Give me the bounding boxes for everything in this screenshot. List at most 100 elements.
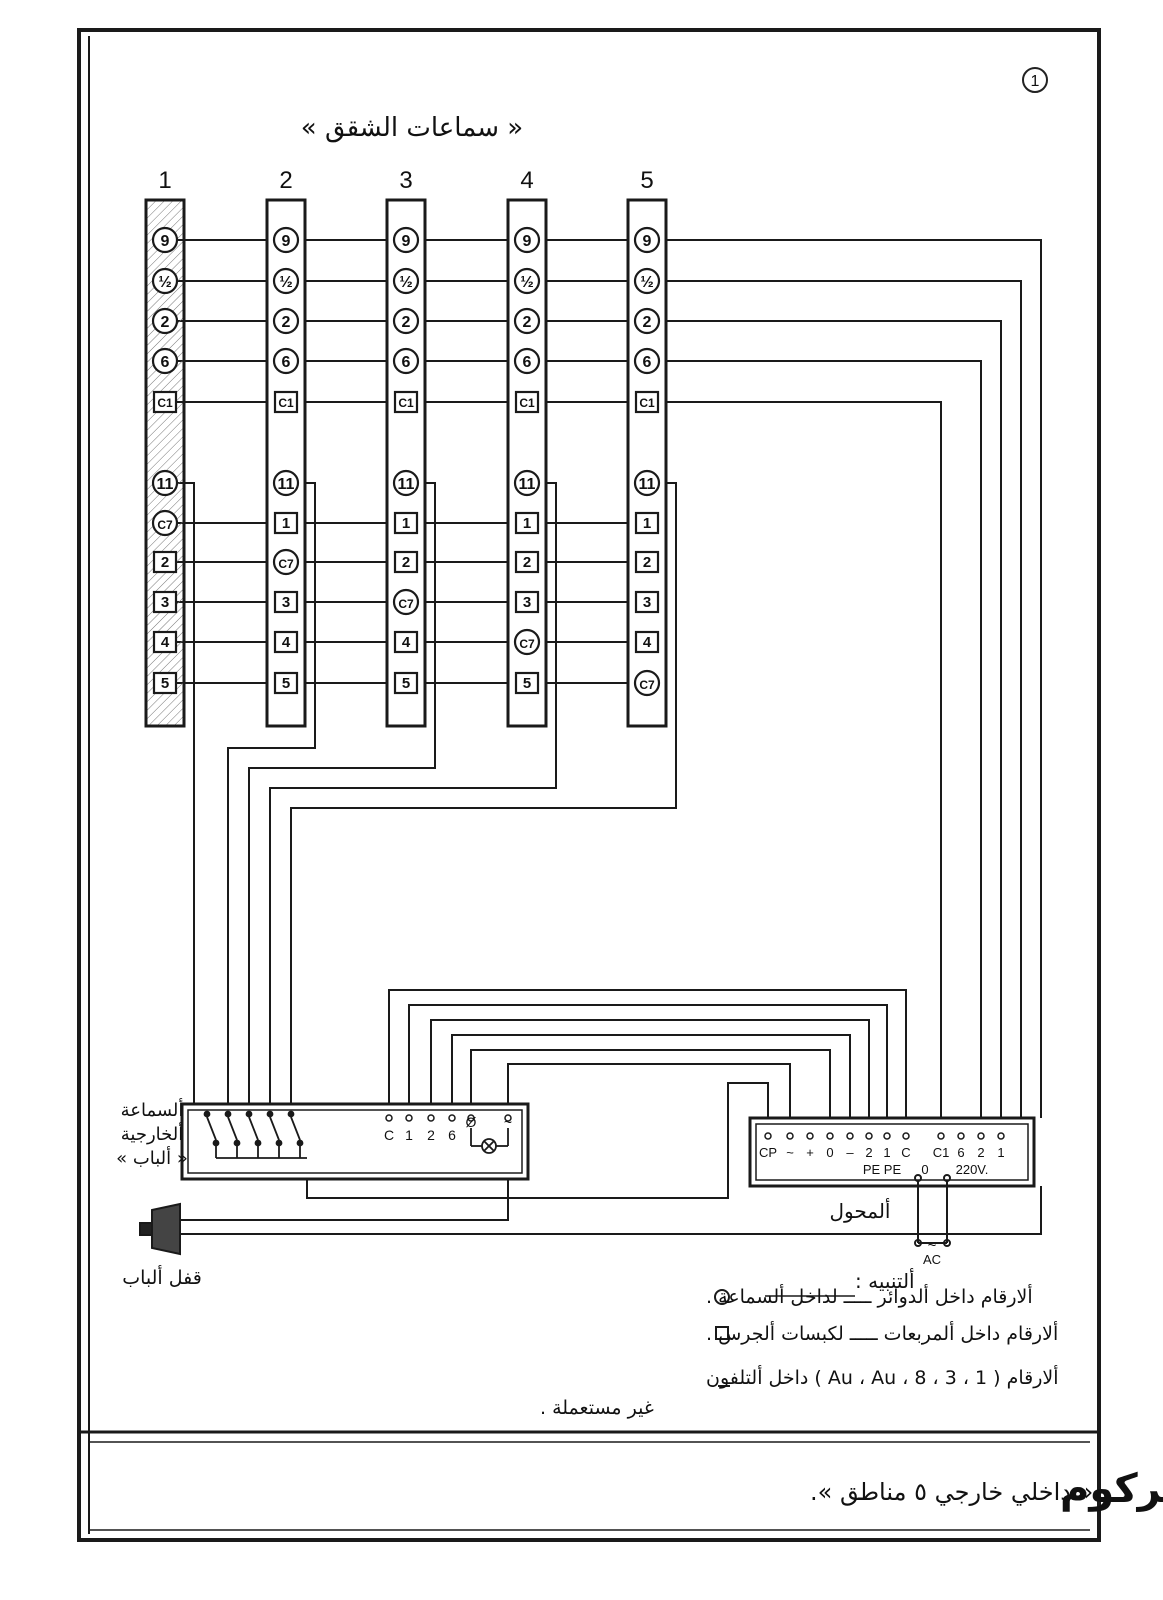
handset-terminal-circle: 6 [392,347,420,375]
svg-text:6: 6 [402,354,411,371]
apartment-number: 3 [399,167,412,194]
footer-dash: ـ [857,1474,867,1507]
notes-heading: ألتنبيه : [855,1268,915,1293]
handset-terminal-c1: C1 [273,390,299,414]
svg-text:« ألباب »: « ألباب » [116,1146,188,1169]
door-to-transformer-wire [451,1034,851,1118]
bell-terminal-c7: C7 [633,669,661,697]
transformer-zero-label: 0 [921,1162,928,1177]
page-number: 1 [1022,67,1048,93]
svg-text:1: 1 [523,515,531,532]
svg-text:6: 6 [282,354,291,371]
page-frame [77,28,1101,1542]
apartment-number: 4 [520,167,533,194]
handset-terminal-circle: ½ [151,267,179,295]
door-to-transformer-wire [430,1019,870,1118]
bell-button-terminal: 2 [393,550,419,574]
handset-terminal-c1: C1 [152,390,178,414]
bell-button-terminal: 2 [634,550,660,574]
door-terminal-label: C [384,1127,394,1143]
call-wire-apartment [290,482,677,1104]
bus-wire-9 [165,239,1042,1118]
svg-text:C1: C1 [639,396,655,410]
svg-text:6: 6 [643,354,652,371]
lock-feed-wire [180,1179,509,1221]
bell-terminal-c7: C7 [272,548,300,576]
transformer-terminal-label: 1 [997,1145,1004,1160]
apartment-number: 5 [640,167,653,194]
bell-button-terminal: 4 [273,630,299,654]
circle-legend-icon [714,1289,730,1305]
door-station-label: ألسماعة ألخارجية « ألباب » [116,1098,188,1169]
handset-terminal-circle: 9 [151,226,179,254]
apartment-number: 1 [158,167,171,194]
notes-section: ألتنبيه : ألارقام داخل ألدوائر ـــــ لدا… [540,1268,1059,1419]
svg-text:4: 4 [282,634,291,651]
mains-ac-feed [914,1174,951,1247]
call-wire-apartment [269,482,557,1104]
svg-text:2: 2 [643,554,651,571]
handset-terminal-11: 11 [272,469,300,497]
door-terminal-label: 1 [405,1127,413,1143]
handset-terminal-11: 11 [151,469,179,497]
svg-text:5: 5 [282,675,290,692]
transformer-label: ألمحول [830,1198,891,1223]
lamp-icon [470,1128,509,1154]
handset-terminal-circle: 6 [513,347,541,375]
svg-text:ألخارجية: ألخارجية [121,1122,184,1145]
svg-text:C1: C1 [398,396,414,410]
handset-terminal-circle: 6 [633,347,661,375]
bell-terminal-c7: C7 [513,628,541,656]
handset-terminal-11: 11 [633,469,661,497]
apartment-number: 2 [279,167,292,194]
svg-text:9: 9 [643,233,652,250]
door-to-transformer-wire [408,1004,888,1118]
handset-terminal-circle: 9 [392,226,420,254]
svg-text:ألسماعة: ألسماعة [121,1098,184,1121]
transformer-terminal-label: 1 [883,1145,890,1160]
call-wire-apartment [248,482,436,1104]
ac-symbol: ~ [928,1237,937,1254]
svg-text:5: 5 [402,675,410,692]
door-lock-icon [139,1202,181,1256]
svg-text:3: 3 [161,594,169,611]
svg-text:11: 11 [519,476,536,493]
transformer-voltage: 220V. [956,1162,989,1177]
bell-button-terminal: 3 [634,590,660,614]
svg-text:C1: C1 [157,396,173,410]
svg-text:2: 2 [161,314,170,331]
handset-terminal-11: 11 [392,469,420,497]
svg-text:1: 1 [282,515,290,532]
svg-text:C7: C7 [278,557,294,571]
handset-terminal-circle: 2 [272,307,300,335]
ac-label: AC [923,1252,941,1267]
door-lock-label: قفل ألباب [122,1265,202,1289]
bus-wire-2 [165,320,1002,1118]
svg-text:5: 5 [523,675,531,692]
svg-text:6: 6 [161,354,170,371]
svg-text:½: ½ [399,274,412,291]
svg-text:C7: C7 [157,518,173,532]
handset-terminal-circle: 2 [513,307,541,335]
bell-button-terminal: 4 [393,630,419,654]
svg-text:1: 1 [1031,73,1040,90]
bell-button-terminal: 2 [514,550,540,574]
svg-text:11: 11 [639,476,656,493]
svg-text:9: 9 [161,233,170,250]
svg-text:½: ½ [640,274,653,291]
svg-text:1: 1 [402,515,410,532]
bell-button-terminal: 5 [393,671,419,695]
svg-text:C7: C7 [398,597,414,611]
bell-button-terminal: 5 [152,671,178,695]
svg-text:11: 11 [278,476,295,493]
handset-terminal-circle: 2 [633,307,661,335]
handset-terminal-circle: 6 [272,347,300,375]
handset-terminal-circle: 9 [272,226,300,254]
bell-button-terminal: 1 [514,511,540,535]
svg-text:11: 11 [157,476,174,493]
transformer-terminal-label: 6 [957,1145,964,1160]
door-to-transformer-wire [470,1049,831,1118]
